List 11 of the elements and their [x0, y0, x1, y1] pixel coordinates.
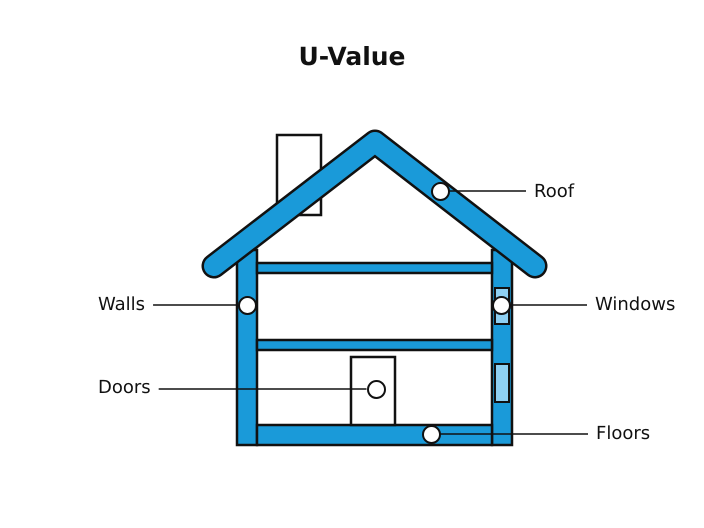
- callout-label: Doors: [98, 377, 151, 399]
- diagram-title: U-Value: [297, 42, 407, 71]
- leader-line: [153, 304, 238, 306]
- leader-line: [440, 433, 588, 435]
- callout-label: Windows: [595, 294, 676, 316]
- callout-label: Floors: [596, 423, 650, 445]
- callout-label: Roof: [534, 181, 574, 203]
- callout-label: Walls: [98, 294, 146, 316]
- leader-line: [510, 304, 587, 306]
- leader-line: [158, 388, 366, 390]
- leader-line: [450, 190, 526, 192]
